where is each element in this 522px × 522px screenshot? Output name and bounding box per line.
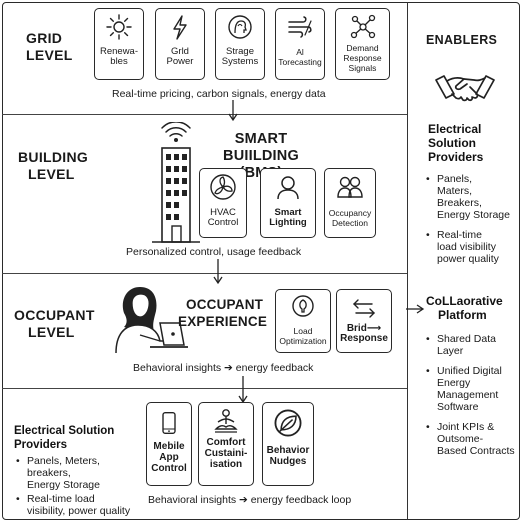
occupant-experience-line1: OCCUPANT: [186, 297, 264, 312]
occupant-experience-line2: EXPERIENCE: [178, 314, 268, 329]
mobile-app-control-card: Mebile App Control: [146, 402, 192, 486]
bird-response-arrow: ⟶: [366, 323, 382, 334]
bird-response-label-line2: Response: [340, 333, 388, 344]
wind-forecast-icon: [288, 16, 312, 38]
bottom-caption: Behavioral insights ➔ energy feedback lo…: [148, 494, 352, 506]
bird-response-label-line1: Brid: [346, 323, 367, 334]
bottom-providers-item: Real-time load visibility, power quality: [16, 493, 140, 517]
swap-arrows-icon: [353, 299, 375, 318]
grid-title-line2: LEVEL: [26, 47, 73, 63]
grid-power-card: Grld Power: [155, 8, 205, 80]
bottom-providers-title-line2: Providers: [14, 439, 68, 451]
collaborative-platform-item: Unified Digital Energy Management Softwa…: [426, 365, 520, 413]
enablers-title: ENABLERS: [426, 33, 498, 47]
mobile-app-control-label: Mebile App Control: [151, 441, 187, 474]
network-nodes-icon: [350, 14, 375, 39]
grid-power-label: Grld Power: [166, 46, 194, 67]
people-icon: [337, 176, 363, 198]
sun-icon: [106, 14, 132, 40]
enablers-providers-item: Real-time load visibility power quality: [426, 229, 518, 265]
smart-lighting-label: Smart Lighting: [269, 207, 307, 228]
building-caption: Personalized control, usage feedback: [126, 246, 302, 258]
grid-caption: Real-time pricing, carbon signals, energ…: [112, 88, 326, 100]
collaborative-platform-title-line1: CoLLaorative: [426, 294, 503, 308]
enablers-providers-title-line1: Electrical: [428, 122, 482, 136]
grid-title-line1: GRID: [26, 30, 63, 46]
smart-lighting-card: Smart Lighting: [260, 168, 316, 238]
phone-icon: [162, 412, 176, 434]
occupancy-detection-label: Occupancy Detection: [328, 208, 372, 228]
platform-pointer-arrow: [406, 304, 425, 314]
renewables-card: Renewa- bles: [94, 8, 144, 80]
enablers-providers-title-line2: Solution: [428, 136, 476, 150]
building-level-title: BUILDING LEVEL: [18, 149, 88, 183]
leaf-badge-icon: [274, 409, 302, 437]
hvac-control-card: HVAC Control: [199, 168, 247, 238]
fan-icon: [210, 174, 236, 200]
storage-systems-label: Strage Systems: [221, 46, 259, 67]
collaborative-platform-item: Joint KPIs & Outsome- Based Contracts: [426, 421, 520, 457]
occupant-title-line1: OCCUPANT: [14, 307, 95, 323]
bulb-icon: [292, 295, 314, 317]
comfort-customisation-label: Comfort Custaini- isation: [204, 437, 248, 470]
renewables-label: Renewa- bles: [99, 46, 139, 67]
building-divider: [2, 273, 407, 274]
handshake-icon: [435, 75, 495, 102]
occupancy-detection-card: Occupancy Detection: [324, 168, 376, 238]
collaborative-platform-list: Shared Data Layer Unified Digital Energy…: [426, 333, 520, 462]
demand-response-card: Demand Response Signals: [335, 8, 390, 80]
occupant-title-line2: LEVEL: [28, 324, 75, 340]
grid-to-building-arrow: [228, 100, 238, 122]
ai-forecasting-card: Al Torecasting: [275, 8, 325, 80]
bottom-providers-list: Panels, Meters, breakers, Energy Storage…: [16, 455, 140, 519]
bottom-providers-title: Electrical Solution Providers: [14, 424, 114, 452]
load-optimization-card: Load Optimization: [275, 289, 331, 353]
bird-response-label: Brid⟶ Response: [340, 324, 388, 344]
demand-response-label: Demand Response Signals: [343, 43, 382, 73]
occupant-caption: Behavioral insights ➔ energy feedback: [133, 362, 314, 374]
comfort-customisation-card: Comfort Custaini- isation: [198, 402, 254, 486]
grid-level-title: GRID LEVEL: [26, 30, 73, 64]
enablers-providers-title: Electrical Solution Providers: [428, 122, 483, 164]
bottom-providers-item: Panels, Meters, breakers, Energy Storage: [16, 455, 140, 491]
hvac-control-label: HVAC Control: [207, 207, 239, 228]
storage-systems-card: Strage Systems: [215, 8, 265, 80]
ai-forecasting-label: Al Torecasting: [278, 47, 322, 67]
enablers-providers-list: Panels, Maters, Breakers, Energy Storage…: [426, 173, 518, 270]
enablers-providers-title-line3: Providers: [428, 150, 484, 164]
occupant-divider: [2, 388, 407, 389]
person-laptop-illustration: [115, 287, 188, 354]
smart-building-icon: [152, 122, 200, 243]
lightning-icon: [173, 15, 187, 40]
behavior-nudges-card: Behavior Nudges: [262, 402, 314, 486]
building-to-occupant-arrow: [213, 259, 223, 285]
occupant-to-apps-arrow: [238, 376, 248, 404]
person-icon: [277, 176, 299, 200]
load-optimization-label: Load Optimization: [279, 326, 327, 346]
collaborative-platform-title: CoLLaorative Platform: [426, 294, 503, 322]
occupant-experience-heading: OCCUPANT EXPERIENCE: [178, 296, 274, 330]
collaborative-platform-title-line2: Platform: [438, 308, 487, 322]
occupant-level-title: OCCUPANT LEVEL: [14, 307, 95, 341]
grid-divider: [2, 114, 407, 115]
building-title-line2: LEVEL: [28, 166, 75, 182]
bird-response-card: Brid⟶ Response: [336, 289, 392, 353]
building-title-line1: BUILDING: [18, 149, 89, 165]
enablers-divider: [407, 2, 408, 520]
collaborative-platform-item: Shared Data Layer: [426, 333, 520, 357]
behavior-nudges-label: Behavior Nudges: [266, 445, 310, 467]
storage-head-icon: [228, 15, 252, 39]
bottom-providers-title-line1: Electrical Solution: [14, 425, 115, 437]
enablers-providers-item: Panels, Maters, Breakers, Energy Storage: [426, 173, 518, 221]
smart-building-heading-line1: SMART BUIILDING: [223, 131, 299, 164]
meditation-icon: [214, 409, 238, 433]
